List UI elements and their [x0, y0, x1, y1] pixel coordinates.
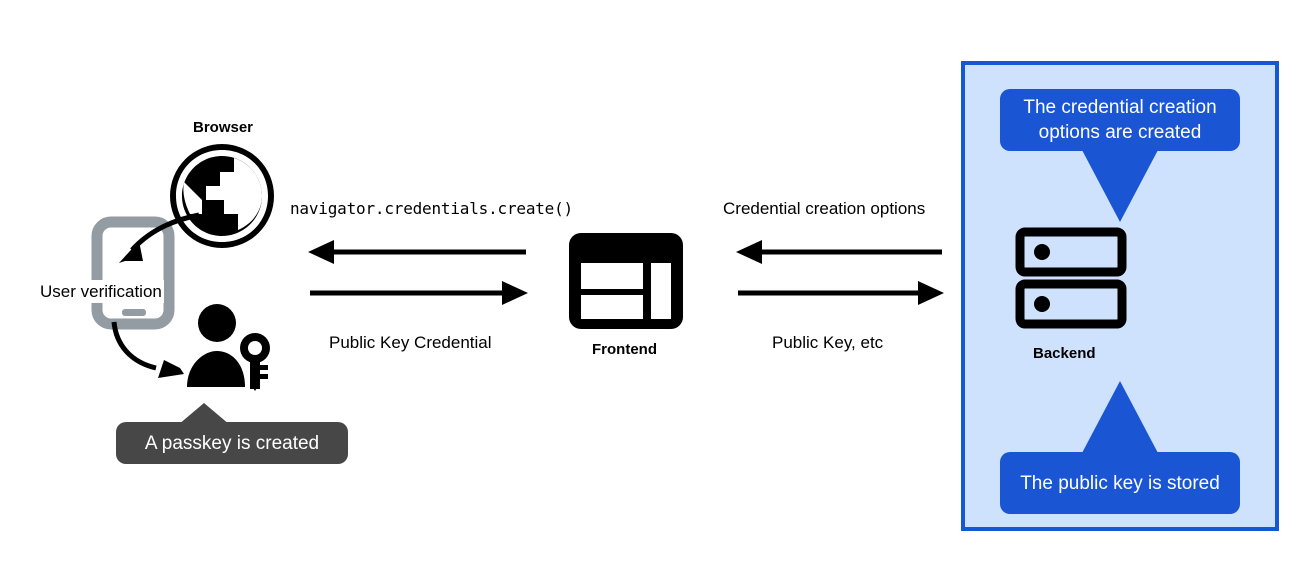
- callout-passkey-created: A passkey is created: [116, 422, 348, 464]
- frontend-label: Frontend: [592, 341, 657, 358]
- phone-icon: [91, 216, 175, 330]
- window-layout-icon: [567, 231, 685, 331]
- arrows-browser-frontend: [302, 232, 534, 312]
- callout-credential-options-created: The credential creation options are crea…: [1000, 89, 1240, 151]
- server-stack-icon: [1015, 227, 1127, 329]
- callout-credential-options-created-text: The credential creation options are crea…: [1023, 97, 1217, 143]
- callout-credential-options-created-tail: [1082, 150, 1158, 222]
- user-with-key-icon: [183, 303, 279, 391]
- callout-public-key-stored-tail: [1082, 381, 1158, 453]
- callout-public-key-stored: The public key is stored: [1000, 452, 1240, 514]
- arrows-frontend-backend: [730, 232, 950, 312]
- message-navigator-credentials-create: navigator.credentials.create(): [290, 199, 573, 218]
- message-public-key-credential: Public Key Credential: [329, 333, 492, 352]
- user-verification-label: User verification: [38, 280, 164, 304]
- backend-label: Backend: [1033, 345, 1096, 362]
- callout-passkey-created-text: A passkey is created: [144, 432, 320, 454]
- browser-label: Browser: [193, 119, 254, 136]
- arrow-phone-to-user: [108, 318, 218, 398]
- message-public-key-etc: Public Key, etc: [772, 333, 884, 352]
- arrow-browser-to-phone: [95, 205, 205, 285]
- callout-public-key-stored-text: The public key is stored: [1020, 472, 1220, 494]
- callout-passkey-created-tail: [178, 403, 230, 425]
- message-credential-creation-options: Credential creation options: [723, 199, 926, 218]
- globe-icon: [168, 142, 276, 250]
